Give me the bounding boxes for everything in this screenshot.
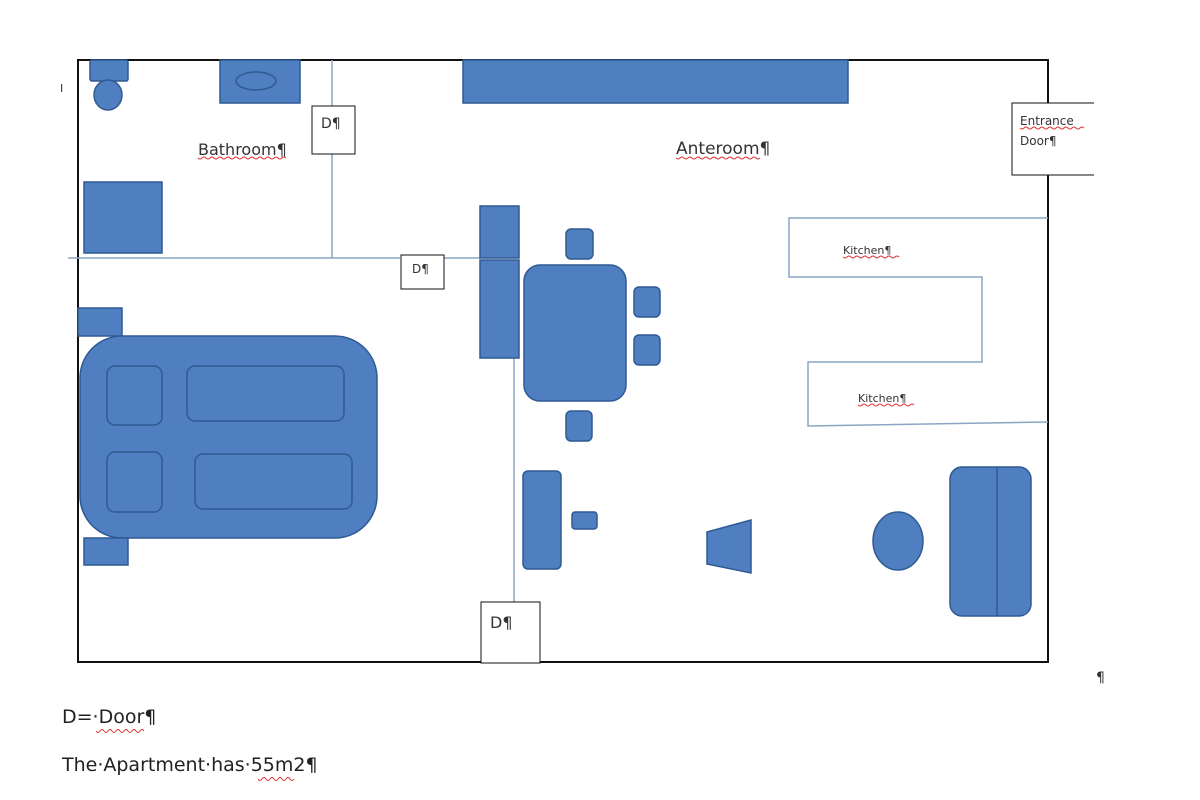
pillow-bottom-left xyxy=(106,451,163,513)
door-box-bottom xyxy=(480,601,541,664)
cursor-mark: I xyxy=(60,82,64,95)
side-cabinet xyxy=(522,470,562,570)
entrance-label-line2: Door¶ xyxy=(1020,134,1057,148)
furniture xyxy=(77,59,1032,617)
chair-top xyxy=(565,228,594,260)
kitchen-label-upper: Kitchen¶ xyxy=(843,244,891,257)
small-stool xyxy=(571,511,598,530)
doors xyxy=(311,102,1097,664)
dining-table xyxy=(523,264,627,402)
entrance-door-box xyxy=(1011,102,1097,176)
door-box-bathroom xyxy=(311,105,356,155)
tv-stand xyxy=(706,519,752,574)
wardrobe xyxy=(462,59,849,104)
blanket-top xyxy=(186,365,345,422)
door-label-bottom: D¶ xyxy=(490,613,513,632)
area-spellcheck xyxy=(258,777,295,781)
door-label-bathroom: D¶ xyxy=(321,116,341,132)
nightstand-bottom xyxy=(83,537,129,566)
toilet-bowl xyxy=(93,79,123,111)
shelf-upper xyxy=(479,205,520,259)
legend-spellcheck xyxy=(96,729,145,733)
chair-right-top xyxy=(633,286,661,318)
sink-basin xyxy=(235,71,277,91)
chair-bottom xyxy=(565,410,593,442)
anteroom-label: Anteroom¶ xyxy=(676,139,770,159)
bathroom-label: Bathroom¶ xyxy=(198,140,287,159)
sofa xyxy=(949,466,1032,617)
pilcrow-mark: ¶ xyxy=(1096,670,1105,686)
door-label-middle: D¶ xyxy=(412,262,429,276)
toilet-tank xyxy=(89,59,129,82)
shelf-lower xyxy=(479,259,520,359)
kitchen-label-lower: Kitchen¶ xyxy=(858,392,906,405)
pillow-top-left xyxy=(106,365,163,426)
door-box-middle xyxy=(400,254,445,290)
round-table xyxy=(872,511,924,571)
partitions xyxy=(68,60,1049,602)
entrance-label-line1: Entrance xyxy=(1020,114,1074,128)
chair-right-bottom xyxy=(633,334,661,366)
apartment-area-text: The·Apartment·has·55m2¶ xyxy=(62,754,318,776)
door-legend: D=·Door¶ xyxy=(62,706,157,728)
nightstand-top xyxy=(77,307,123,337)
blanket-bottom xyxy=(194,453,353,510)
shower-tray xyxy=(83,181,163,254)
